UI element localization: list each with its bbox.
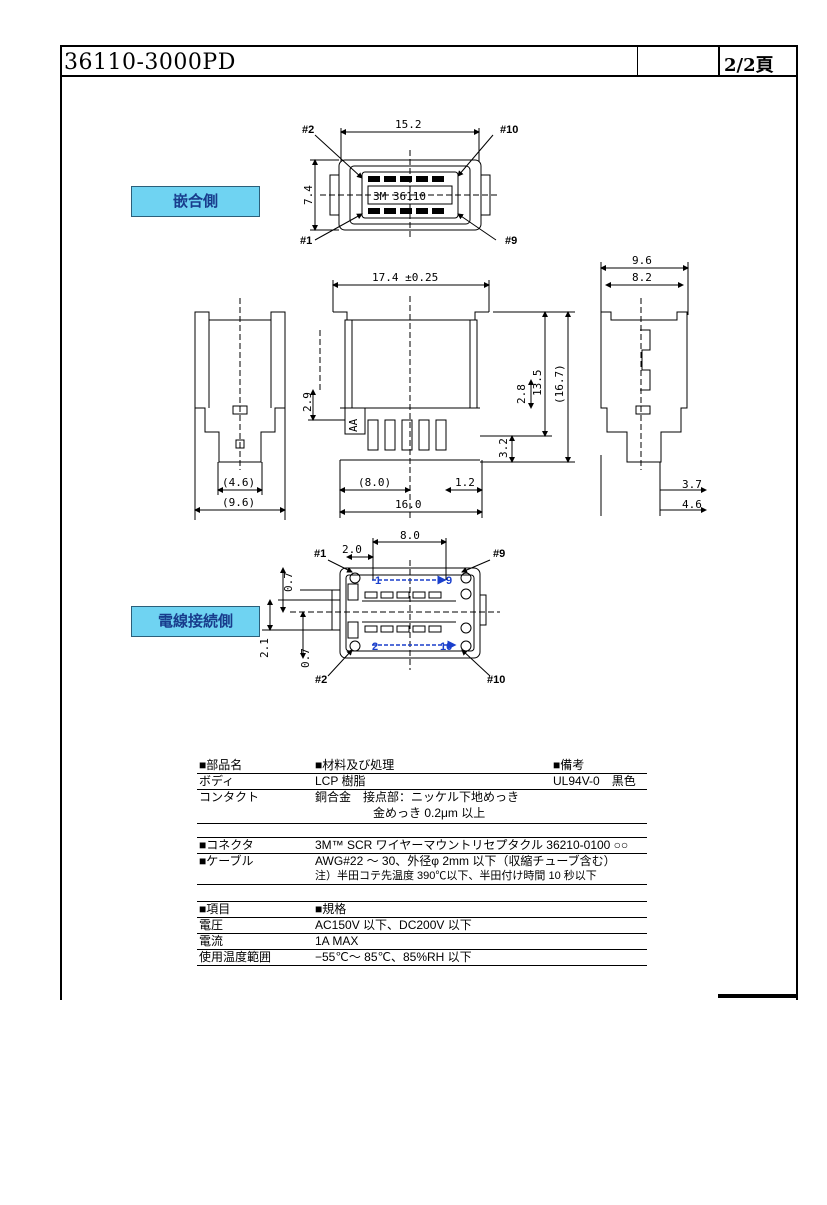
table-row: ボディ LCP 樹脂 UL94V-0 黒色: [197, 774, 647, 790]
dimension-label: 13.5: [531, 370, 544, 397]
left-side-view: [194, 298, 286, 520]
dimension-label: 8.0: [400, 529, 420, 542]
dimension-label: 0.7: [282, 572, 295, 592]
arrow-label: 9: [446, 575, 452, 587]
part-material: 銅合金 接点部：ニッケル下地めっき: [315, 790, 520, 804]
arrow-label: 2: [372, 641, 378, 653]
cable-value: AWG#22 ～ 30、外径φ 2mm 以下（収縮チューブ含む）: [315, 854, 616, 868]
dimension-label: (9.6): [222, 496, 255, 509]
part-mark: 3M 36110: [373, 190, 426, 203]
part-name: ボディ: [199, 774, 235, 788]
pin-label: #2: [315, 674, 327, 686]
spec-item: 使用温度範囲: [199, 950, 272, 964]
right-side-view: [600, 262, 707, 516]
dimension-label: 2.1: [258, 638, 271, 658]
mating-side-badge: 嵌合側: [131, 186, 260, 217]
wire-side-view: [262, 538, 500, 677]
table-row: コンタクト 銅合金 接点部：ニッケル下地めっき 金めっき 0.2μm 以上: [197, 790, 647, 824]
dimension-label: 0.7: [299, 648, 312, 668]
pin-label: #9: [505, 235, 517, 247]
mating-face-view: [310, 128, 500, 241]
front-view: [308, 280, 575, 520]
wire-side-badge: 電線接続側: [131, 606, 260, 637]
dimension-label: 7.4: [302, 185, 315, 205]
dimension-label: 1.2: [455, 476, 475, 489]
part-material: LCP 樹脂: [315, 774, 366, 788]
pin-label: #10: [487, 674, 505, 686]
spec-item: 電流: [199, 934, 224, 948]
table-row: 電圧 AC150V 以下、DC200V 以下: [197, 918, 647, 934]
table-spacer-row: [197, 886, 647, 902]
connector-label: ■コネクタ: [199, 838, 254, 852]
dimension-label: 2.9: [301, 392, 314, 412]
document-number: 36110-3000PD: [64, 50, 236, 75]
dimension-label: 15.2: [395, 118, 422, 131]
cable-label: ■ケーブル: [199, 854, 254, 868]
part-material-detail: 金めっき 0.2μm 以上: [373, 806, 486, 820]
table-spacer-row: [197, 822, 647, 838]
pin-label: #2: [302, 124, 314, 136]
part-name: コンタクト: [199, 790, 260, 804]
dimension-label: 9.6: [632, 254, 652, 267]
title-divider: [637, 45, 638, 77]
title-divider: [718, 45, 720, 77]
spec-value: −55℃～ 85℃、85%RH 以下: [315, 950, 472, 964]
table-row: 電流 1A MAX: [197, 934, 647, 950]
table-row: ■コネクタ 3M™ SCR ワイヤーマウントリセプタクル 36210-0100 …: [197, 838, 647, 854]
dimension-label: 8.2: [632, 271, 652, 284]
dimension-label: 3.7: [682, 478, 702, 491]
dimension-label: (4.6): [222, 476, 255, 489]
dimension-label: 16.0: [395, 498, 422, 511]
page-number: 2/2頁: [724, 55, 774, 76]
spec-value: 1A MAX: [315, 934, 359, 948]
dimension-label: 2.8: [515, 384, 528, 404]
title-block: [60, 45, 796, 77]
table-row: ■ケーブル AWG#22 ～ 30、外径φ 2mm 以下（収縮チューブ含む） 注…: [197, 854, 647, 885]
pin-label: #1: [314, 548, 326, 560]
frame-corner-bar: [718, 994, 796, 998]
column-header: ■備考: [553, 758, 585, 772]
dimension-label: 3.2: [497, 438, 510, 458]
dimension-label: 4.6: [682, 498, 702, 511]
column-header: ■規格: [315, 902, 347, 916]
part-mark: AA: [347, 418, 360, 432]
spec-value: AC150V 以下、DC200V 以下: [315, 918, 472, 932]
arrow-label: 1: [375, 575, 381, 587]
spec-item: 電圧: [199, 918, 224, 932]
part-note: UL94V-0 黒色: [553, 774, 636, 788]
pin-label: #10: [500, 124, 518, 136]
dimension-label: 17.4 ±0.25: [372, 271, 438, 284]
dimension-label: (8.0): [358, 476, 391, 489]
column-header: ■部品名: [199, 758, 243, 772]
pin-label: #9: [493, 548, 505, 560]
table-header-row: ■項目 ■規格: [197, 902, 647, 918]
connector-value: 3M™ SCR ワイヤーマウントリセプタクル 36210-0100 ○○: [315, 838, 629, 852]
dimension-label: 2.0: [342, 543, 362, 556]
dimension-label: (16.7): [553, 364, 566, 404]
column-header: ■材料及び処理: [315, 758, 395, 772]
table-row: 使用温度範囲 −55℃～ 85℃、85%RH 以下: [197, 950, 647, 966]
table-header-row: ■部品名 ■材料及び処理 ■備考: [197, 758, 647, 774]
arrow-label: 10: [440, 641, 452, 653]
cable-note: 注）半田コテ先温度 390℃以下、半田付け時間 10 秒以下: [315, 870, 597, 882]
column-header: ■項目: [199, 902, 231, 916]
pin-label: #1: [300, 235, 312, 247]
